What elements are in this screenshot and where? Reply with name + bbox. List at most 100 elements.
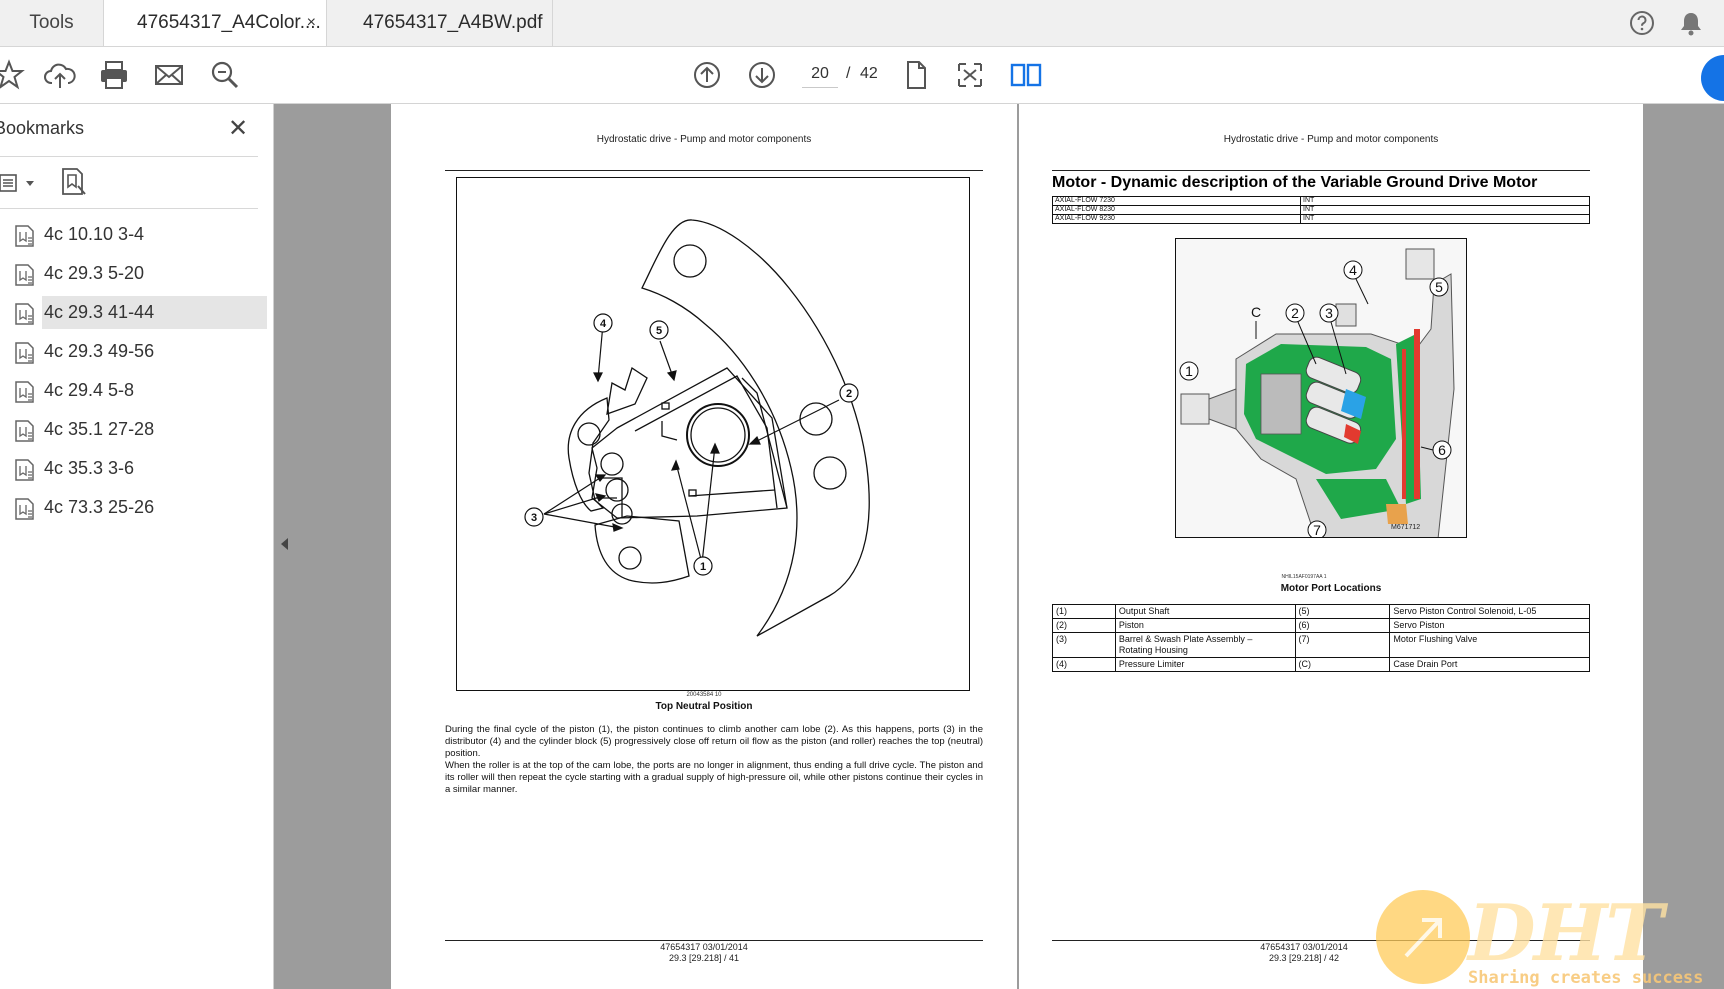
callout-2: 2 [1291, 305, 1299, 321]
footer-doc-id: 47654317 03/01/2014 [1260, 942, 1348, 952]
callout-4: 4 [600, 318, 607, 330]
close-tab-icon[interactable]: × [306, 14, 316, 31]
toolbar: 20 / 42 [0, 47, 1724, 104]
bookmark-item[interactable]: 4c 29.3 5-20 [0, 254, 273, 293]
bookmark-label: 4c 73.3 25-26 [44, 497, 155, 517]
bookmark-options-icon[interactable] [0, 170, 40, 196]
part-description: Servo Piston [1389, 618, 1590, 633]
next-page-icon[interactable] [743, 56, 781, 94]
model-name: AXIAL-FLOW 9230 [1052, 214, 1301, 224]
email-icon[interactable] [150, 56, 188, 94]
account-avatar[interactable] [1701, 55, 1724, 101]
callout-4: 4 [1349, 262, 1357, 278]
parts-row: (3)Barrel & Swash Plate Assembly –Rotati… [1052, 632, 1590, 658]
part-description: Piston [1118, 620, 1144, 630]
bookmark-item[interactable]: 4c 29.4 5-8 [0, 371, 273, 410]
callout-6: 6 [1438, 442, 1446, 458]
model-name: AXIAL-FLOW 7230 [1052, 196, 1301, 206]
part-number: (2) [1052, 618, 1116, 633]
callout-3: 3 [531, 512, 537, 524]
page-header: Hydrostatic drive - Pump and motor compo… [596, 134, 812, 145]
tab-document-a4bw[interactable]: 47654317_A4BW.pdf [327, 0, 553, 46]
bookmark-item[interactable]: 4c 35.3 3-6 [0, 449, 273, 488]
bookmark-page-icon [15, 498, 34, 520]
tab-bar: Tools 47654317_A4Color.... × 47654317_A4… [0, 0, 1724, 47]
part-description-cell: Output Shaft [1114, 604, 1296, 619]
bookmark-page-icon [15, 225, 34, 247]
bookmark-item[interactable]: 4c 10.10 3-4 [0, 215, 273, 254]
panel-divider [0, 156, 258, 157]
watermark: DHT Sharing creates success [1376, 888, 1724, 989]
tab-document-a4color-label: 47654317_A4Color.... [137, 12, 321, 33]
bookmark-item[interactable]: 4c 35.1 27-28 [0, 410, 273, 449]
cloud-upload-icon[interactable] [41, 56, 79, 94]
watermark-logo [1376, 890, 1470, 984]
callout-3: 3 [1325, 305, 1333, 321]
part-description-cell: Pressure Limiter [1114, 657, 1296, 672]
figure-caption: Top Neutral Position [655, 701, 753, 712]
figure-top-neutral-position: 4 5 2 3 1 [456, 177, 970, 691]
star-bookmark-icon[interactable] [0, 56, 28, 94]
page-header: Hydrostatic drive - Pump and motor compo… [1223, 134, 1439, 145]
pdf-page-41: Hydrostatic drive - Pump and motor compo… [391, 104, 1017, 989]
part-description: Pressure Limiter [1118, 659, 1185, 669]
bookmark-item[interactable]: 4c 29.3 49-56 [0, 332, 273, 371]
print-icon[interactable] [95, 56, 133, 94]
model-value: INT [1300, 214, 1590, 224]
figure-motor-port-locations: 1 C 2 3 4 5 6 7 M671712 [1175, 238, 1467, 540]
previous-page-icon[interactable] [688, 56, 726, 94]
bookmark-label: 4c 29.3 49-56 [44, 341, 155, 361]
part-description: Output Shaft [1118, 606, 1170, 616]
footer-rule [1052, 940, 1590, 941]
parts-row: (1)Output Shaft(5)Servo Piston Control S… [1052, 604, 1590, 619]
panel-divider [0, 208, 258, 209]
page-number-input[interactable]: 20 [802, 61, 838, 88]
single-page-view-icon[interactable] [897, 56, 935, 94]
part-description-cell: Barrel & Swash Plate Assembly –Rotating … [1114, 632, 1296, 658]
part-number: (4) [1052, 657, 1116, 672]
part-description-cell: Piston [1114, 618, 1296, 633]
figure-code: NHIL15AF0197AA 1 [1281, 574, 1327, 580]
part-number: (6) [1294, 618, 1391, 633]
part-description: Barrel & Swash Plate Assembly – [1118, 634, 1253, 644]
bookmark-label: 4c 10.10 3-4 [44, 224, 145, 244]
part-number: (5) [1294, 604, 1391, 619]
part-description: Motor Flushing Valve [1389, 632, 1590, 658]
callout-1: 1 [700, 561, 706, 573]
watermark-slogan: Sharing creates success [1468, 968, 1704, 988]
callout-c: C [1251, 304, 1261, 320]
footer-doc-id: 47654317 03/01/2014 [660, 942, 748, 952]
page-separator: / [846, 65, 851, 82]
collapse-panel-arrow-icon[interactable] [281, 538, 288, 550]
part-number: (1) [1052, 604, 1116, 619]
close-panel-icon[interactable]: ✕ [228, 115, 249, 142]
bookmarks-title: Bookmarks [0, 118, 85, 138]
paragraph: When the roller is at the top of the cam… [445, 760, 983, 795]
callout-1: 1 [1185, 363, 1193, 379]
header-rule [445, 170, 983, 171]
figure-caption: Motor Port Locations [1280, 583, 1382, 594]
model-name: AXIAL-FLOW 8230 [1052, 205, 1301, 215]
part-description: Case Drain Port [1389, 657, 1590, 672]
header-rule [1052, 170, 1590, 171]
notification-bell-icon[interactable] [1678, 9, 1704, 37]
two-page-view-icon[interactable] [1007, 56, 1045, 94]
fit-page-icon[interactable] [951, 56, 989, 94]
tab-document-a4color[interactable]: 47654317_A4Color.... × [103, 0, 327, 46]
add-bookmark-icon[interactable] [58, 166, 88, 198]
bookmark-page-icon [15, 420, 34, 442]
part-description-cont: Rotating Housing [1118, 645, 1188, 655]
bookmark-page-icon [15, 303, 34, 325]
parts-row: (4)Pressure Limiter(C)Case Drain Port [1052, 657, 1590, 672]
tab-tools[interactable]: Tools [29, 12, 74, 33]
search-zoom-icon[interactable] [206, 56, 244, 94]
bookmark-item[interactable]: 4c 29.3 41-44 [0, 293, 273, 332]
callout-2: 2 [846, 388, 852, 400]
help-icon[interactable] [1628, 9, 1656, 37]
bookmark-page-icon [15, 264, 34, 286]
bookmark-item[interactable]: 4c 73.3 25-26 [0, 488, 273, 527]
